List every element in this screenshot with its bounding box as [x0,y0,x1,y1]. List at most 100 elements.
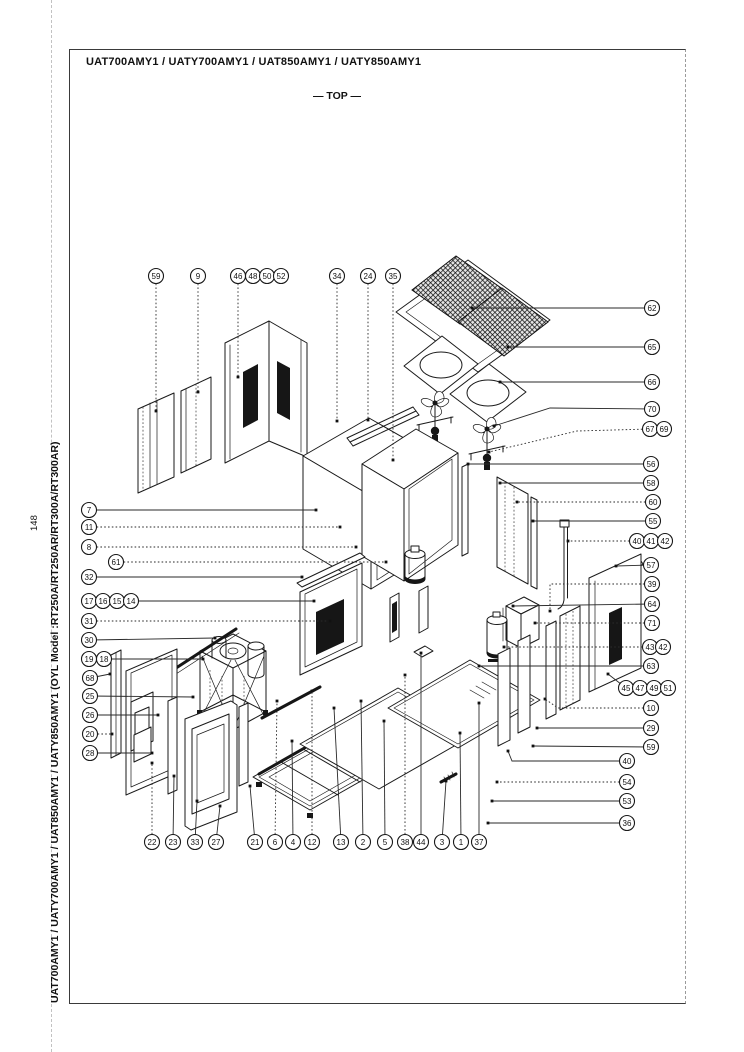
svg-text:27: 27 [212,838,221,847]
callout-4: 4 [284,833,302,851]
callout-10: 10 [642,699,660,717]
svg-text:29: 29 [647,724,656,733]
leader-end-marker [218,804,222,808]
leader-line-21 [249,785,256,843]
callout-49: 49 [645,679,663,697]
leader-end-marker [150,751,154,755]
leader-end-marker [195,799,199,803]
callout-27: 27 [207,833,225,851]
callout-30: 30 [80,631,98,649]
leader-end-marker [477,701,481,705]
leader-end-marker [515,500,519,504]
leader-line-59 [532,745,652,748]
svg-text:42: 42 [659,643,668,652]
svg-text:59: 59 [152,272,161,281]
svg-text:45: 45 [622,684,631,693]
callout-65: 65 [643,338,661,356]
svg-text:15: 15 [113,597,122,606]
leader-end-marker [156,713,160,717]
callout-29: 29 [642,719,660,737]
leader-end-marker [477,664,481,668]
svg-text:16: 16 [99,597,108,606]
scan-artifact-line [51,0,52,1052]
leader-end-marker [506,749,510,753]
partition-panel [296,552,366,676]
leader-end-marker [366,418,370,422]
callout-17: 17 [80,592,98,610]
leader-end-marker [498,380,502,384]
callout-40: 40 [628,532,646,550]
callout-66: 66 [643,373,661,391]
side-panels-left [137,320,308,494]
callout-61: 61 [107,553,125,571]
callout-54: 54 [618,773,636,791]
roof-grille-assembly [395,255,551,373]
callout-50: 50 [258,267,276,285]
leader-end-marker [531,744,535,748]
callout-2: 2 [354,833,372,851]
callout-21: 21 [246,833,264,851]
leader-end-marker [419,651,423,655]
leader-end-marker [403,673,407,677]
leader-end-marker [533,621,537,625]
leader-end-marker [196,390,200,394]
callout-47: 47 [631,679,649,697]
leader-end-marker [275,699,279,703]
callout-26: 26 [81,706,99,724]
right-corner-panel [588,553,642,693]
callout-20: 20 [81,725,99,743]
svg-text:38: 38 [401,838,410,847]
callout-32: 32 [80,568,98,586]
svg-text:30: 30 [85,636,94,645]
fan-motor-cylinder [404,545,426,584]
svg-text:69: 69 [660,425,669,434]
leader-line-67 [488,428,651,453]
leader-end-marker [384,560,388,564]
leader-end-marker [150,761,154,765]
callout-19: 19 [80,650,98,668]
callout-15: 15 [108,592,126,610]
callout-8: 8 [80,538,98,556]
leader-end-marker [566,539,570,543]
callout-25: 25 [81,687,99,705]
svg-text:4: 4 [291,838,296,847]
leader-line-6 [274,700,278,843]
leader-end-marker [310,689,314,693]
svg-text:36: 36 [623,819,632,828]
leader-line-25 [89,695,194,698]
svg-text:32: 32 [85,573,94,582]
callout-68: 68 [81,669,99,687]
callout-38: 38 [396,833,414,851]
callout-42: 42 [654,638,672,656]
svg-text:42: 42 [661,537,670,546]
side-strip-panels-right [497,605,581,747]
callout-14: 14 [122,592,140,610]
svg-text:52: 52 [277,272,286,281]
svg-text:48: 48 [249,272,258,281]
svg-text:8: 8 [87,543,92,552]
callout-58: 58 [642,474,660,492]
leader-end-marker [391,458,395,462]
svg-text:39: 39 [648,580,657,589]
propeller-fans-and-motors [416,391,506,470]
svg-text:71: 71 [648,619,657,628]
callout-13: 13 [332,833,350,851]
svg-text:26: 26 [86,711,95,720]
support-rod [171,627,240,675]
svg-text:1: 1 [459,838,464,847]
callout-42: 42 [656,532,674,550]
leader-end-marker [290,739,294,743]
svg-text:50: 50 [263,272,272,281]
svg-text:70: 70 [648,405,657,414]
leader-end-marker [506,345,510,349]
leader-end-marker [470,306,474,310]
leader-end-marker [359,699,363,703]
leader-end-marker [213,636,217,640]
svg-text:18: 18 [100,655,109,664]
leader-line-70 [493,407,653,427]
callout-44: 44 [412,833,430,851]
screw [439,772,458,784]
leader-end-marker [300,575,304,579]
svg-text:43: 43 [646,643,655,652]
